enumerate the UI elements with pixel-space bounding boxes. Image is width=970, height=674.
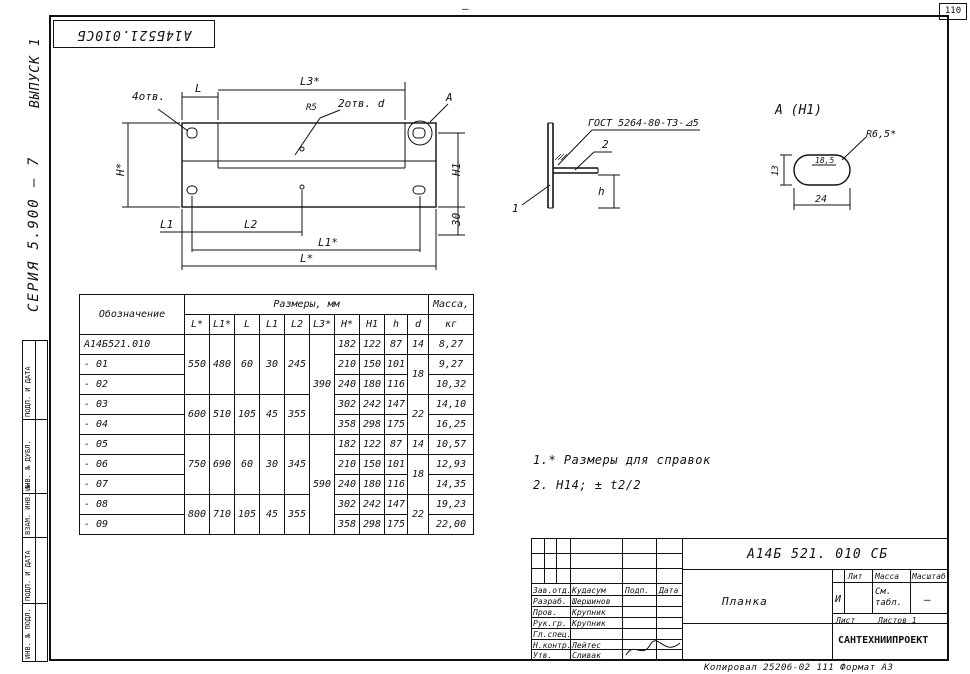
specification-table: Обозначение Размеры, мм Масса, L* L1* L … (79, 294, 475, 535)
note-2: 2. Н14; ± t2/2 (533, 478, 642, 492)
rotated-designation-box: А14Б521.010СБ (53, 20, 215, 48)
mass-header: Масса (875, 572, 900, 581)
header-dimensions: Размеры, мм (183, 294, 430, 315)
label-A: A (445, 91, 453, 104)
side-col-3: ПОДП. И ДАТА (24, 550, 32, 601)
col-H1: H1 (359, 314, 385, 335)
role-3: Рук.гр. (533, 619, 567, 628)
role-0-name: Кудасум (572, 586, 606, 595)
col-d: d (407, 314, 430, 335)
col-Lstar: L* (184, 314, 210, 335)
table-row: - 08 800 710 105 45 355 302 242 147 22 1… (79, 494, 475, 535)
lit-header: Лит (848, 572, 863, 581)
organization: САНТЕХНИИПРОЕКТ (838, 635, 929, 646)
sheets-label: Листов 1 (878, 616, 917, 625)
role-5-name: Лейтес (572, 641, 601, 650)
mass-value: См. табл. (875, 587, 903, 608)
table-row: - 09 358 298 175 22,00 (79, 514, 475, 535)
side-col-4: ИНВ. № ПОДЛ. (24, 608, 32, 659)
sheet-label: Лист (836, 616, 856, 625)
role-6: Утв. (533, 651, 553, 660)
role-2-name: Крупник (572, 608, 606, 617)
label-13: 13 (771, 165, 781, 176)
table-row: - 06 210 150 101 18 12,93 (79, 454, 475, 495)
role-1: Разраб. (533, 597, 567, 606)
label-gost: ГОСТ 5264-80-Т3-⊿5 (588, 118, 699, 129)
title-block: А14Б 521. 010 СБ Планка Лит Масса Масшта… (531, 538, 949, 661)
lit-value: И (835, 594, 842, 605)
label-L3: L3* (300, 75, 320, 88)
label-L1: L1 (160, 218, 173, 231)
scale-header: Масштаб (912, 572, 946, 581)
drawing-frame (49, 15, 949, 661)
col-L2: L2 (284, 314, 310, 335)
label-L2: L2 (244, 218, 258, 231)
label-24: 24 (815, 194, 827, 205)
footer-stamp: Копировал 25206-02 111 Формат А3 (704, 663, 894, 673)
col-L1: L1 (259, 314, 285, 335)
plate-drawing: 4отв. L L3* R5 2отв. d A H* H1 30 L1 L2 … (114, 75, 896, 270)
col-L3star: L3* (309, 314, 335, 335)
label-view-A: А (Н1) (774, 103, 822, 118)
label-2otv: 2отв. d (338, 97, 385, 110)
col-kg: кг (428, 314, 475, 335)
page-number: 110 (939, 3, 967, 20)
label-H1: H1 (450, 163, 463, 177)
signature-scribble (625, 640, 681, 656)
label-R65: R6,5* (866, 129, 896, 140)
label-4otv: 4отв. (132, 90, 165, 103)
label-30: 30 (450, 212, 463, 227)
table-row: - 05 750 690 60 30 345 590 182 122 87 14… (79, 434, 475, 535)
side-col-0: ПОДП. И ДАТА (24, 366, 32, 417)
table-row: - 01 210 150 101 18 9,27 (79, 354, 475, 395)
role-0-date: Дата (659, 586, 679, 595)
table-row: А14Б521.010 550 480 60 30 245 390 182 12… (79, 334, 475, 435)
label-2: 2 (602, 138, 609, 151)
header-designation: Обозначение (79, 294, 185, 335)
header-mass: Масса, (428, 294, 475, 315)
role-4: Гл.спец. (533, 630, 572, 639)
table-row: - 03 600 510 105 45 355 302 242 147 22 1… (79, 394, 475, 435)
role-1-name: Шершинов (572, 597, 611, 606)
side-col-2: ВЗАМ. ИНВ. № (24, 484, 32, 535)
role-6-name: Сливак (572, 651, 601, 660)
role-0: Зав.отд. (533, 586, 572, 595)
col-Hstar: H* (334, 314, 360, 335)
label-18-5: 18,5 (815, 156, 834, 165)
label-1: 1 (512, 202, 519, 215)
col-h: h (383, 314, 409, 335)
label-h: h (598, 185, 605, 198)
drawing-code: А14Б 521. 010 СБ (747, 547, 889, 562)
col-L1star: L1* (209, 314, 235, 335)
part-name: Планка (722, 595, 768, 608)
role-5: Н.контр. (533, 641, 572, 650)
role-0-sig: Подп. (625, 586, 650, 595)
label-Hstar: H* (114, 163, 127, 177)
role-2: Пров. (533, 608, 558, 617)
col-L: L (234, 314, 260, 335)
role-3-name: Крупник (572, 619, 606, 628)
top-center-mark: — (462, 2, 469, 15)
note-1: 1.* Размеры для справок (533, 453, 711, 467)
label-L1star: L1* (318, 236, 338, 249)
scale-value: — (924, 593, 931, 606)
table-row: - 04 358 298 175 16,25 (79, 414, 475, 435)
side-stamp-columns: ПОДП. И ДАТА ИНВ. № ДУБЛ. ВЗАМ. ИНВ. № П… (22, 340, 48, 662)
label-L: L (195, 82, 202, 95)
label-R5: R5 (306, 103, 317, 113)
label-Lstar: L* (300, 252, 313, 265)
